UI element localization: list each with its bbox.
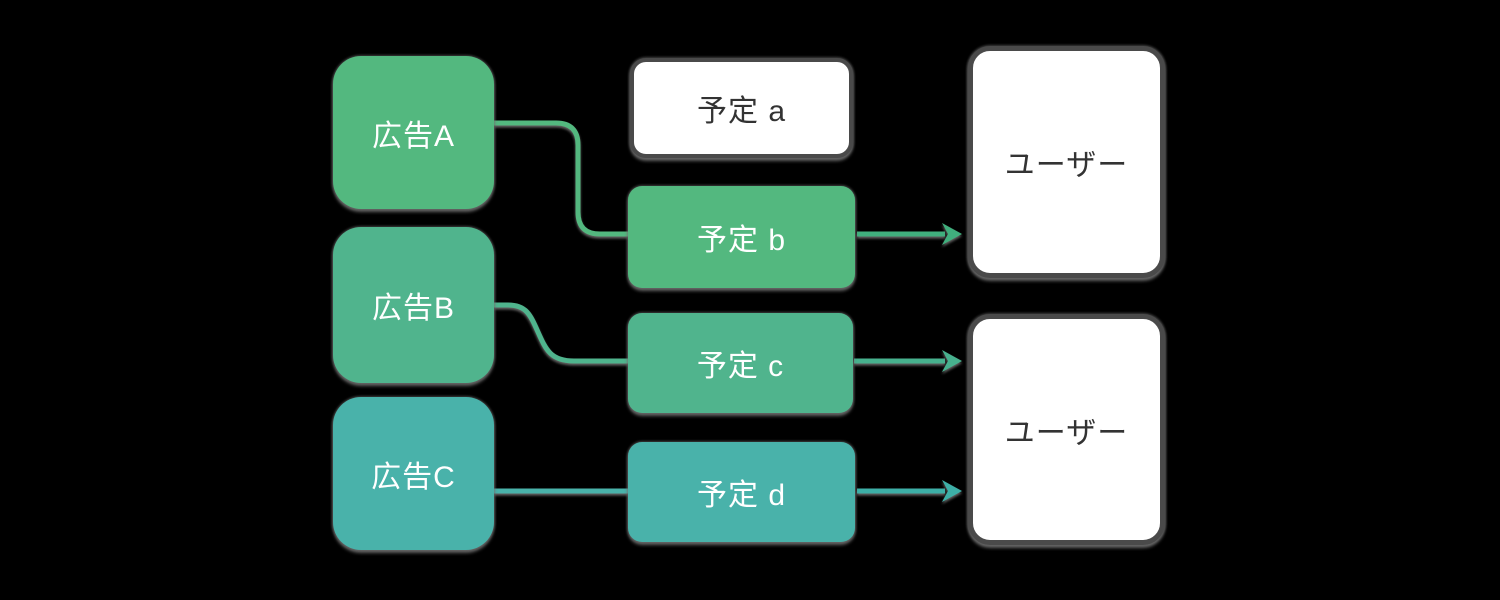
node-plan-c-label: 予定 c	[696, 350, 785, 383]
node-plan-a: 予定 a	[630, 58, 853, 158]
node-ad-c-label: 広告C	[371, 460, 456, 494]
node-ad-b: 広告B	[333, 227, 494, 383]
node-user-1: ユーザー	[968, 46, 1165, 278]
node-ad-a: 広告A	[333, 56, 494, 209]
node-ad-a-label: 広告A	[371, 119, 455, 153]
node-plan-a-label: 予定 a	[696, 95, 787, 128]
node-user-2: ユーザー	[968, 314, 1165, 545]
node-plan-b-label: 予定 b	[696, 224, 787, 257]
node-plan-d-label: 予定 d	[696, 479, 787, 512]
connector-ad-a-plan-b	[494, 120, 628, 237]
node-plan-d: 予定 d	[628, 442, 855, 542]
node-ad-b-label: 広告B	[371, 292, 455, 325]
node-user-1-label: ユーザー	[1004, 149, 1129, 182]
node-plan-b: 予定 b	[628, 186, 855, 288]
node-user-2-label: ユーザー	[1004, 416, 1129, 450]
node-plan-c: 予定 c	[628, 313, 853, 413]
connector-ad-b-plan-c	[494, 302, 628, 364]
node-ad-c: 広告C	[333, 397, 494, 550]
